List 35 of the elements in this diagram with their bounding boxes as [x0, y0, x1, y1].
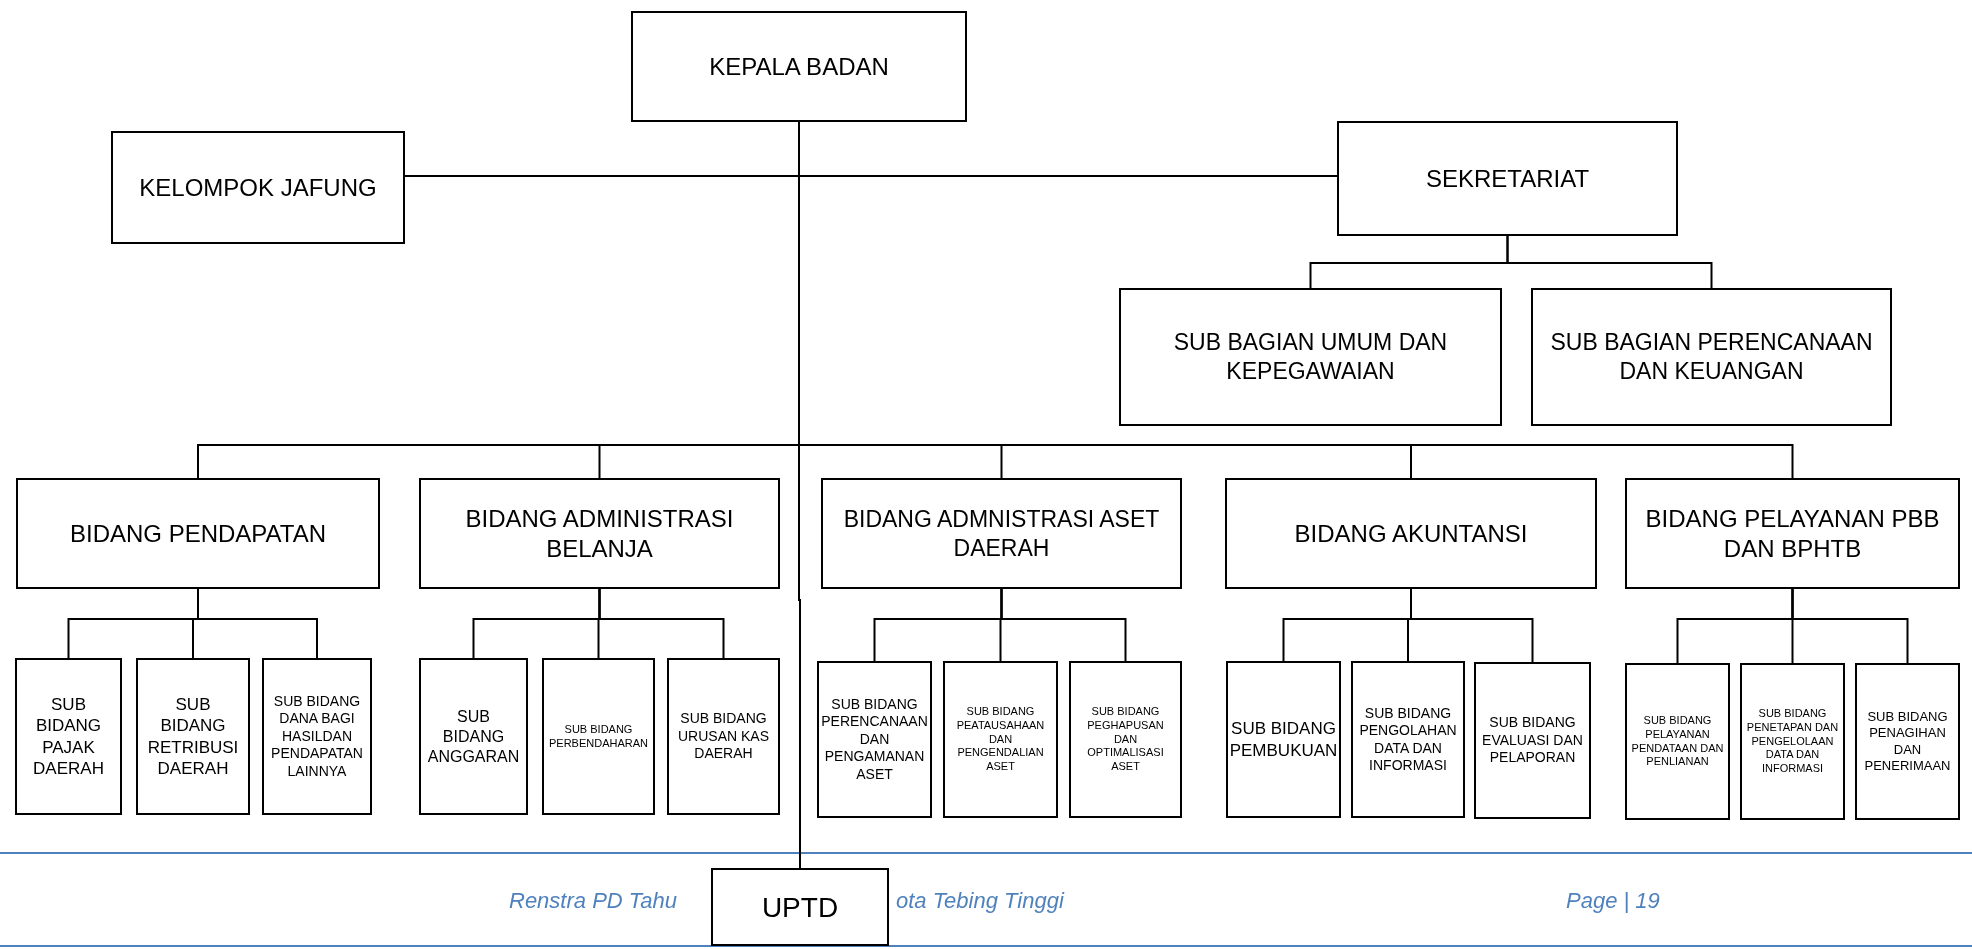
- connector-line: [1506, 235, 1713, 289]
- head-box: KEPALA BADAN: [631, 11, 967, 122]
- sub-unit-box: SUB BIDANG PELAYANAN PENDATAAN DAN PENLIANAN: [1625, 663, 1730, 820]
- sub-unit-box: SUB BIDANG PERBENDAHARAN: [542, 658, 655, 815]
- sub-unit-box: SUB BIDANG DANA BAGI HASILDAN PENDAPATAN LAINNYA: [262, 658, 372, 815]
- unit-box: BIDANG AKUNTANSI: [1225, 478, 1597, 589]
- sub-unit-box: SUB BIDANG PEGHAPUSAN DAN OPTIMALISASI ASET: [1069, 661, 1182, 818]
- unit-box: BIDANG ADMNISTRASI ASET DAERAH: [821, 478, 1182, 589]
- connector-line: [598, 588, 725, 659]
- sub-unit-box: SUB BIDANG ANGGARAN: [419, 658, 528, 815]
- sub-unit-box: SUB BIDANG URUSAN KAS DAERAH: [667, 658, 780, 815]
- unit-box: SUB BAGIAN UMUM DAN KEPEGAWAIAN: [1119, 288, 1502, 426]
- connector-line: [1000, 588, 1127, 662]
- sub-unit-box: SUB BIDANG PENGOLAHAN DATA DAN INFORMASI: [1351, 661, 1465, 818]
- sub-unit-box: SUB BIDANG PENETAPAN DAN PENGELOLAAN DATA DAN INFORMASI: [1740, 663, 1845, 820]
- sub-unit-box: SUB BIDANG PAJAK DAERAH: [15, 658, 122, 815]
- unit-box: UPTD: [711, 868, 889, 946]
- unit-box: BIDANG PELAYANAN PBB DAN BPHTB: [1625, 478, 1960, 589]
- sub-unit-box: SUB BIDANG PERENCANAAN DAN PENGAMANAN ASET: [817, 661, 932, 818]
- unit-box: SEKRETARIAT: [1337, 121, 1678, 236]
- sub-unit-box: SUB BIDANG PEMBUKUAN: [1226, 661, 1341, 818]
- unit-box: SUB BAGIAN PERENCANAAN DAN KEUANGAN: [1531, 288, 1892, 426]
- unit-box: KELOMPOK JAFUNG: [111, 131, 405, 244]
- connector-line: [1791, 588, 1909, 664]
- sub-unit-box: SUB BIDANG EVALUASI DAN PELAPORAN: [1474, 662, 1591, 819]
- connector-line: [197, 588, 318, 659]
- unit-box: BIDANG ADMINISTRASI BELANJA: [419, 478, 780, 589]
- sub-unit-box: SUB BIDANG RETRIBUSI DAERAH: [136, 658, 250, 815]
- sub-unit-box: SUB BIDANG PEATAUSAHAAN DAN PENGENDALIAN ASET: [943, 661, 1058, 818]
- page-number: Page | 19: [1566, 887, 1660, 915]
- footer-text: ota Tebing Tinggi: [896, 887, 1064, 915]
- unit-box: BIDANG PENDAPATAN: [16, 478, 380, 589]
- footer-text: Renstra PD Tahu: [509, 887, 677, 915]
- sub-unit-box: SUB BIDANG PENAGIHAN DAN PENERIMAAN: [1855, 663, 1960, 820]
- connector-line: [1410, 588, 1534, 663]
